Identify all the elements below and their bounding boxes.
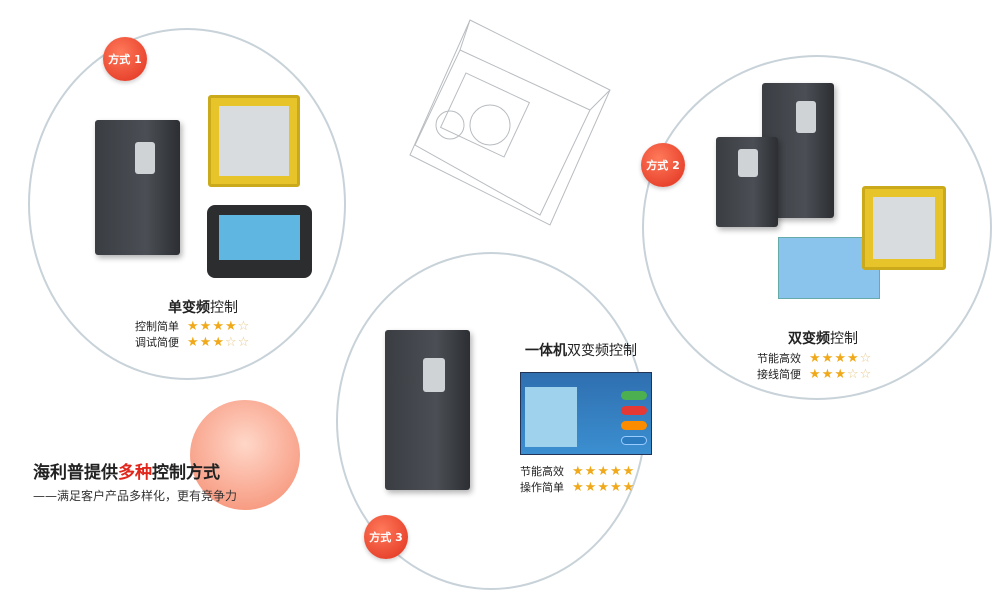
compressor-wireframe-image — [409, 19, 611, 226]
star-empty-icon: ☆ — [859, 351, 873, 366]
method-3-badge: 方式 3 — [364, 515, 408, 559]
star-filled-icon: ★ — [572, 480, 585, 495]
method-2-badge: 方式 2 — [641, 143, 685, 187]
inverter-small-image — [716, 137, 778, 227]
star-empty-icon: ☆ — [859, 367, 873, 382]
method-3-title: 一体机双变频控制 — [525, 343, 637, 359]
control-cabinet-image — [208, 95, 300, 187]
star-empty-icon: ☆ — [237, 335, 251, 350]
star-filled-icon: ★ — [834, 367, 847, 382]
star-empty-icon: ☆ — [846, 367, 860, 382]
star-rating: ★★★★☆ — [809, 351, 872, 367]
headline: 海利普提供多种控制方式 — [33, 463, 220, 483]
inverter-image — [95, 120, 180, 255]
method-3-ratings: 节能高效★★★★★ 操作简单★★★★★ — [520, 464, 636, 496]
star-rating: ★★★☆☆ — [187, 335, 250, 351]
hmi-panel-image — [207, 205, 312, 278]
star-filled-icon: ★ — [609, 464, 623, 479]
integrated-unit-image — [385, 330, 470, 490]
star-filled-icon: ★ — [846, 351, 860, 366]
integrated-hmi-screen-image — [520, 372, 652, 455]
method-1-circle — [28, 28, 346, 380]
star-filled-icon: ★ — [809, 367, 822, 382]
star-rating: ★★★★☆ — [187, 319, 250, 335]
star-filled-icon: ★ — [212, 319, 225, 334]
method-1-badge: 方式 1 — [103, 37, 147, 81]
star-rating: ★★★★★ — [572, 480, 635, 496]
method-1-title: 单变频控制 — [168, 300, 238, 316]
star-filled-icon: ★ — [199, 335, 213, 350]
star-filled-icon: ★ — [187, 335, 200, 350]
star-empty-icon: ☆ — [224, 335, 238, 350]
method-1-ratings: 控制简单★★★★☆ 调试简便★★★☆☆ — [135, 319, 251, 351]
star-filled-icon: ★ — [821, 367, 835, 382]
star-filled-icon: ★ — [572, 464, 585, 479]
star-rating: ★★★☆☆ — [809, 367, 872, 383]
star-filled-icon: ★ — [809, 351, 822, 366]
star-filled-icon: ★ — [584, 464, 598, 479]
accent-blob — [190, 400, 300, 510]
star-empty-icon: ☆ — [237, 319, 251, 334]
method-2-title: 双变频控制 — [788, 331, 858, 347]
star-filled-icon: ★ — [821, 351, 835, 366]
method-2-circle — [642, 55, 992, 400]
star-filled-icon: ★ — [584, 480, 598, 495]
star-filled-icon: ★ — [212, 335, 225, 350]
star-rating: ★★★★★ — [572, 464, 635, 480]
star-filled-icon: ★ — [597, 480, 610, 495]
star-filled-icon: ★ — [834, 351, 847, 366]
star-filled-icon: ★ — [199, 319, 213, 334]
subline: ——满足客户产品多样化，更有竞争力 — [33, 489, 238, 503]
star-filled-icon: ★ — [609, 480, 623, 495]
star-filled-icon: ★ — [187, 319, 200, 334]
control-cabinet-image — [862, 186, 946, 270]
method-2-ratings: 节能高效★★★★☆ 接线简便★★★☆☆ — [757, 351, 873, 383]
star-filled-icon: ★ — [622, 464, 636, 479]
star-filled-icon: ★ — [622, 480, 636, 495]
star-filled-icon: ★ — [224, 319, 238, 334]
star-filled-icon: ★ — [597, 464, 610, 479]
